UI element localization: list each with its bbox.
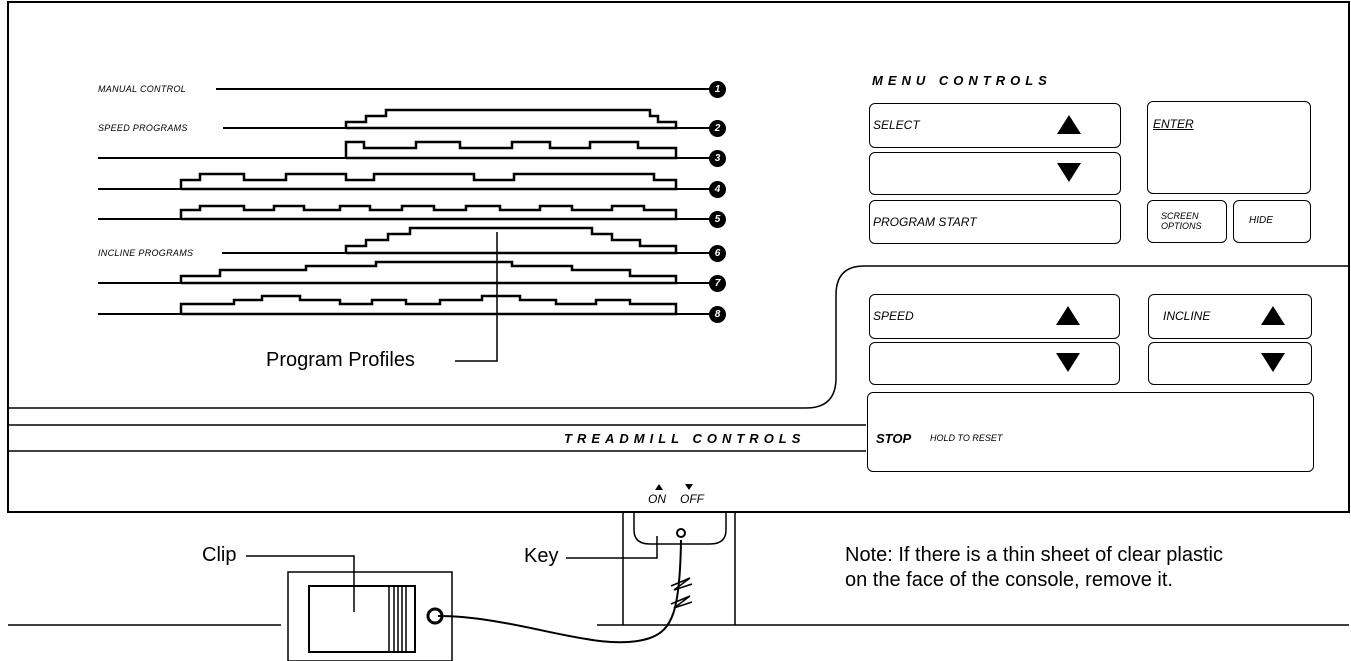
manual-control-label: MANUAL CONTROL: [98, 84, 187, 94]
speed-programs-label: SPEED PROGRAMS: [98, 123, 188, 133]
profile-4: [179, 172, 678, 191]
on-arrow-icon: [655, 484, 663, 490]
note-line-1: Note: If there is a thin sheet of clear …: [845, 544, 1223, 566]
enter-label: ENTER: [1153, 117, 1194, 131]
up-arrow-icon: [1261, 306, 1285, 325]
menu-controls-heading: MENU CONTROLS: [872, 73, 1052, 88]
cord-break-icon: [670, 577, 693, 609]
incline-down-button[interactable]: [1148, 342, 1312, 385]
program-start-label: PROGRAM START: [873, 215, 977, 229]
program-badge-6: 6: [709, 245, 726, 262]
select-label: SELECT: [873, 118, 920, 132]
screen-options-label-2: OPTIONS: [1161, 221, 1202, 231]
program-start-button[interactable]: PROGRAM START: [869, 200, 1121, 244]
profile-8: [179, 294, 678, 316]
up-arrow-icon: [1057, 115, 1081, 134]
program-leader-lines: [98, 88, 716, 315]
program-badge-5: 5: [709, 211, 726, 228]
hold-to-reset-label: HOLD TO RESET: [930, 433, 1003, 443]
profiles-callout-leader: [455, 232, 498, 362]
console-outline: [7, 1, 1350, 513]
enter-button[interactable]: ENTER: [1147, 101, 1311, 194]
program-badge-4: 4: [709, 181, 726, 198]
key-off-label: OFF: [680, 492, 704, 506]
stop-button[interactable]: STOP HOLD TO RESET: [867, 392, 1314, 472]
key-callout-leader: [566, 536, 658, 559]
down-arrow-icon: [1057, 163, 1081, 182]
treadmill-controls-heading: TREADMILL CONTROLS: [564, 431, 806, 446]
key-callout: Key: [524, 545, 559, 567]
incline-up-button[interactable]: INCLINE: [1148, 294, 1312, 339]
down-arrow-icon: [1056, 353, 1080, 372]
profile-2: [344, 108, 678, 130]
profile-7: [179, 260, 678, 285]
clip-callout: Clip: [202, 544, 237, 566]
hide-label: HIDE: [1249, 215, 1273, 226]
treadmill-area-border: [8, 265, 1349, 409]
incline-programs-label: INCLINE PROGRAMS: [98, 248, 194, 258]
program-profiles: [179, 108, 678, 316]
speed-up-button[interactable]: SPEED: [869, 294, 1120, 339]
program-profiles-callout: Program Profiles: [266, 349, 415, 371]
off-arrow-icon: [685, 484, 693, 490]
note-line-2: on the face of the console, remove it.: [845, 569, 1173, 591]
program-badge-8: 8: [709, 306, 726, 323]
key-slot: [622, 512, 736, 625]
clip: [287, 571, 453, 661]
program-badge-1: 1: [709, 81, 726, 98]
program-badge-7: 7: [709, 275, 726, 292]
hide-button[interactable]: HIDE: [1233, 200, 1311, 243]
profile-5: [179, 204, 678, 221]
speed-down-button[interactable]: [869, 342, 1120, 385]
program-badge-2: 2: [709, 120, 726, 137]
select-up-button[interactable]: SELECT: [869, 103, 1121, 148]
incline-label: INCLINE: [1163, 309, 1211, 323]
up-arrow-icon: [1056, 306, 1080, 325]
select-down-button[interactable]: [869, 152, 1121, 195]
down-arrow-icon: [1261, 353, 1285, 372]
profile-3: [344, 140, 678, 160]
stop-label: STOP: [876, 431, 912, 446]
speed-label: SPEED: [873, 309, 914, 323]
program-badge-3: 3: [709, 150, 726, 167]
clip-cord: [437, 539, 682, 644]
key-on-label: ON: [648, 492, 666, 506]
screen-options-label-1: SCREEN: [1161, 211, 1199, 221]
clip-callout-leader: [246, 555, 355, 612]
screen-options-button[interactable]: SCREEN OPTIONS: [1147, 200, 1227, 243]
profile-6: [344, 226, 678, 255]
